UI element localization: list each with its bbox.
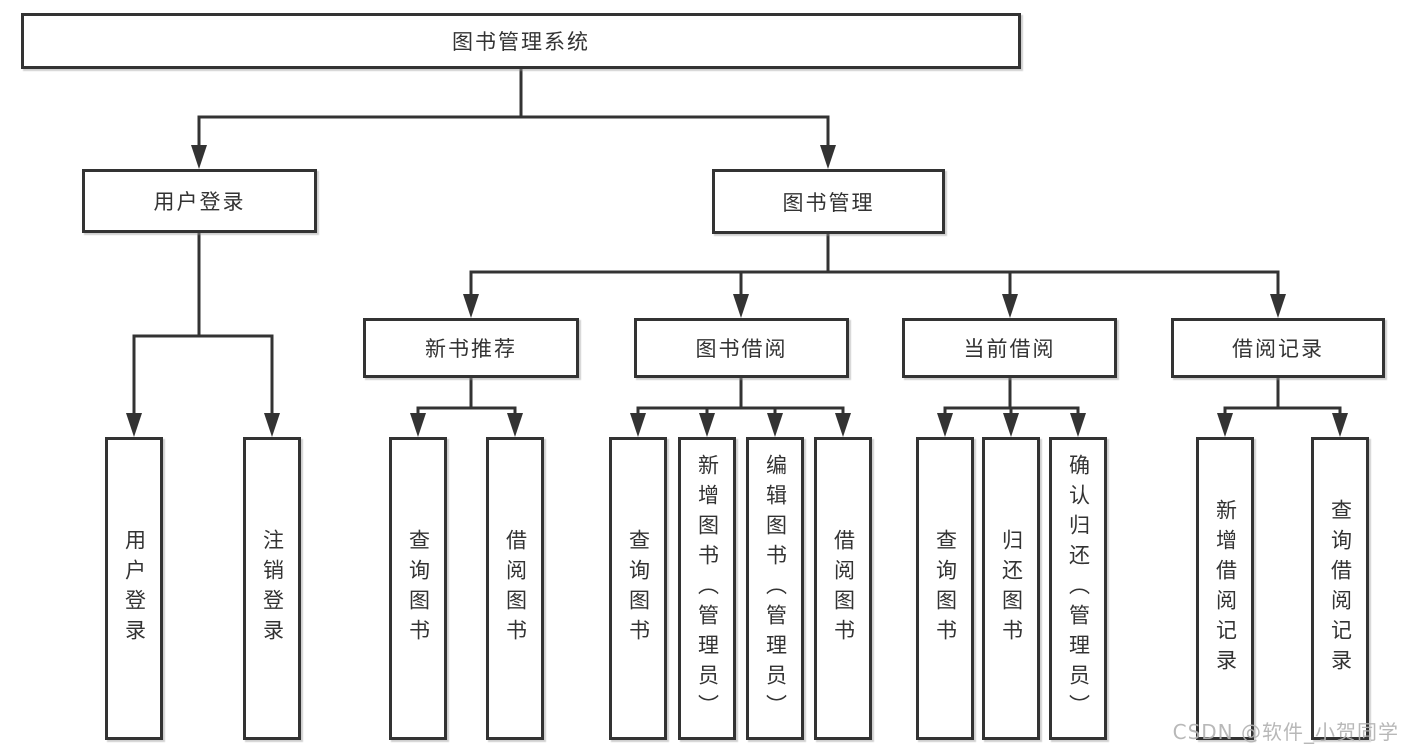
connector-recommend-rail (416, 406, 517, 413)
arrowhead-leaf-query-record (1332, 413, 1348, 437)
connector-user-login-rail (132, 334, 274, 413)
leaf-add-borrow-record: 新增借阅记录 (1196, 437, 1254, 740)
arrowhead-leaf-return (1003, 413, 1019, 437)
leaf-borrow-books: 借阅图书 (814, 437, 872, 740)
node-new-book-recommend: 新书推荐 (363, 318, 579, 378)
leaf-query-books-recommend: 查询图书 (389, 437, 447, 740)
arrowhead-leaf-confirm (1070, 413, 1086, 437)
node-root-system: 图书管理系统 (21, 13, 1021, 69)
leaf-logout: 注销登录 (243, 437, 301, 740)
arrowhead-leaf-login (126, 413, 142, 437)
connector-level3-rail (469, 270, 1280, 294)
connector-level2-rail (197, 115, 830, 145)
node-current-borrow: 当前借阅 (902, 318, 1117, 378)
csdn-watermark: CSDN @软件_小贺同学 (1172, 720, 1399, 744)
connector-records-rail (1223, 406, 1342, 413)
node-borrow-records: 借阅记录 (1171, 318, 1385, 378)
node-book-borrow: 图书借阅 (634, 318, 849, 378)
arrowhead-recommend (463, 294, 479, 318)
leaf-query-books-borrow: 查询图书 (609, 437, 667, 740)
leaf-user-login: 用户登录 (105, 437, 163, 740)
leaf-borrow-books-recommend: 借阅图书 (486, 437, 544, 740)
arrowhead-leaf-logout (264, 413, 280, 437)
leaf-add-book-admin: 新增图书（管理员） (678, 437, 736, 740)
leaf-confirm-return-admin: 确认归还（管理员） (1049, 437, 1107, 740)
arrowhead-user-login (191, 145, 207, 169)
leaf-return-book: 归还图书 (982, 437, 1040, 740)
connector-borrow-rail (636, 406, 845, 413)
arrowhead-leaf-add-record (1217, 413, 1233, 437)
arrowhead-borrow (733, 294, 749, 318)
arrowhead-leaf-add-book (699, 413, 715, 437)
arrowhead-book-mgmt (820, 145, 836, 169)
arrowhead-current (1002, 294, 1018, 318)
leaf-edit-book-admin: 编辑图书（管理员） (746, 437, 804, 740)
arrowhead-leaf-query1 (410, 413, 426, 437)
arrowhead-leaf-borrow1 (507, 413, 523, 437)
node-user-login: 用户登录 (82, 169, 317, 233)
node-book-management: 图书管理 (712, 169, 945, 234)
arrowhead-leaf-edit-book (767, 413, 783, 437)
arrowhead-leaf-query2 (630, 413, 646, 437)
leaf-query-borrow-record: 查询借阅记录 (1311, 437, 1369, 740)
arrowhead-leaf-borrow2 (835, 413, 851, 437)
arrowhead-records (1270, 294, 1286, 318)
arrowhead-leaf-query3 (937, 413, 953, 437)
leaf-query-books-current: 查询图书 (916, 437, 974, 740)
